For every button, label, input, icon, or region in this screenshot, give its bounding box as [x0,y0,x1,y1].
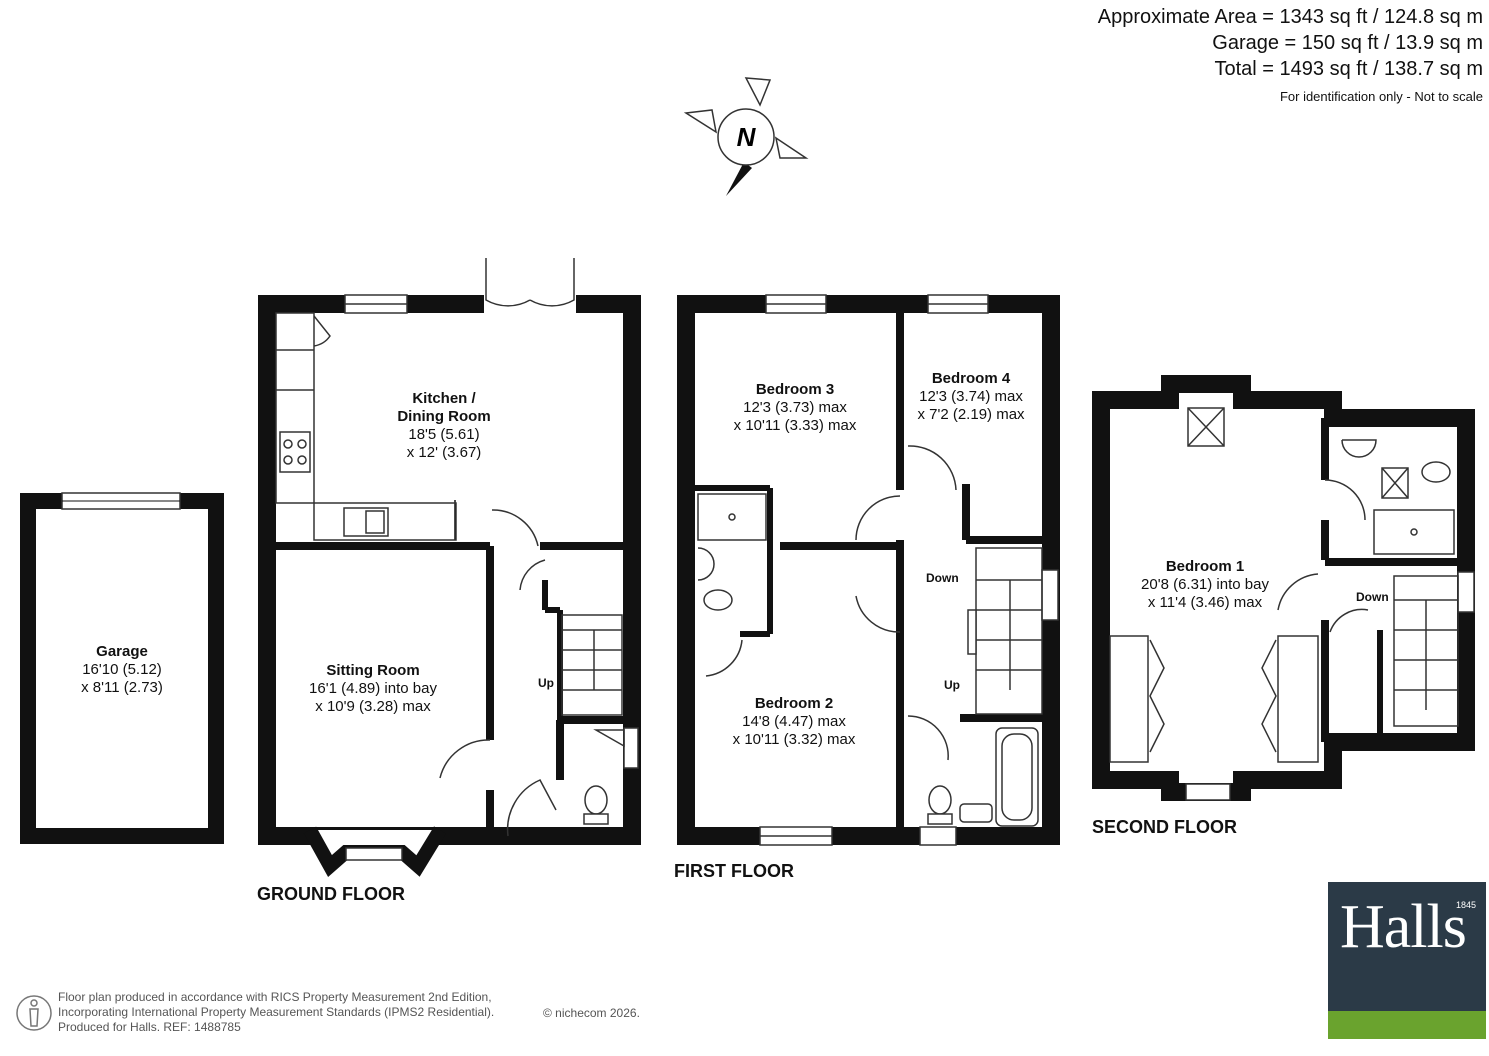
first-floor-title: FIRST FLOOR [674,861,794,881]
ground-stairs-up-label: Up [538,676,554,690]
compass-icon [683,77,809,196]
approximate-area: Approximate Area = 1343 sq ft / 124.8 sq… [1097,6,1483,28]
footer-text: Floor plan produced in accordance with R… [58,990,494,1035]
logo-word: Halls [1340,893,1467,961]
bedroom-4-label: Bedroom 4 12'3 (3.74) max x 7'2 (2.19) m… [917,370,1025,423]
logo-band [1328,1011,1486,1039]
second-stairs-down-label: Down [1356,590,1389,604]
ground-floor-title: GROUND FLOOR [257,884,405,904]
logo-year: 1845 [1455,900,1476,910]
footer-line-2: Incorporating International Property Mea… [58,1005,495,1019]
first-stairs-up-label: Up [944,678,960,692]
sitting-room-label: Sitting Room 16'1 (4.89) into bay x 10'9… [309,662,437,715]
ground-floor-fittings [275,258,639,877]
footer-line-1: Floor plan produced in accordance with R… [58,990,492,1004]
halls-logo: Halls 1845 [1328,882,1486,1039]
bedroom-2-label: Bedroom 2 14'8 (4.47) max x 10'11 (3.32)… [732,695,856,748]
garage-label: Garage 16'10 (5.12) x 8'11 (2.73) [81,643,163,696]
garage-walls [20,492,224,844]
footer-credit: © nichecom 2026. [543,1006,640,1020]
scale-note: For identification only - Not to scale [1279,89,1483,104]
second-floor-fittings [1109,407,1475,801]
bedroom-3-label: Bedroom 3 12'3 (3.73) max x 10'11 (3.33)… [733,381,857,434]
garage-area: Garage = 150 sq ft / 13.9 sq m [1212,32,1483,54]
footer-line-3: Produced for Halls. REF: 1488785 [58,1020,241,1034]
ground-floor-walls [258,295,641,845]
person-icon [16,995,52,1031]
first-floor-fittings [697,294,1059,846]
compass-letter: N [737,122,757,152]
total-area: Total = 1493 sq ft / 138.7 sq m [1214,58,1484,80]
first-stairs-down-label: Down [926,571,959,585]
second-floor-walls [1092,375,1475,801]
kitchen-label: Kitchen / Dining Room 18'5 (5.61) x 12' … [397,390,491,461]
second-floor-title: SECOND FLOOR [1092,817,1238,837]
bedroom-1-label: Bedroom 1 20'8 (6.31) into bay x 11'4 (3… [1141,558,1269,611]
